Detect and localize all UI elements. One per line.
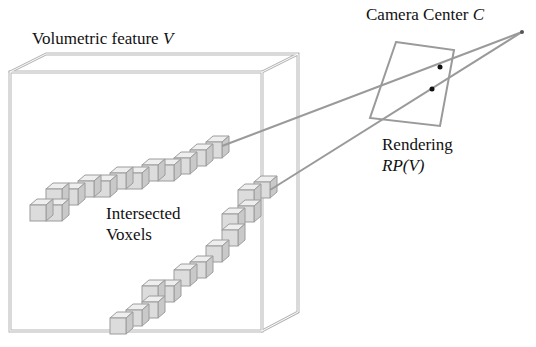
voxel-side	[254, 200, 261, 222]
voxel-side	[174, 280, 181, 302]
voxel-side	[206, 144, 213, 166]
pixel-dot	[430, 87, 435, 92]
pixel-dot	[438, 65, 443, 70]
voxel-side	[238, 224, 245, 246]
voxel-front	[110, 318, 126, 334]
cube-highlight	[10, 54, 298, 331]
projection-rays	[222, 32, 522, 190]
figure-label: Volumetric feature V	[30, 28, 175, 49]
voxel-side	[46, 199, 53, 221]
cube-front-face	[10, 72, 262, 331]
voxel-side	[142, 167, 149, 189]
voxel-side	[126, 167, 133, 189]
figure-label: Rendering RP(V)	[380, 134, 460, 176]
voxel-side	[158, 296, 165, 318]
voxel-side	[142, 304, 149, 326]
cube-back-edges	[10, 54, 298, 331]
voxel-side	[206, 256, 213, 278]
voxel-cube	[46, 199, 69, 221]
ray-line	[270, 32, 522, 190]
voxel-side	[174, 159, 181, 181]
voxel-cube	[110, 312, 133, 334]
voxel-side	[190, 264, 197, 286]
cube-front-highlight	[10, 72, 262, 331]
voxel-side	[62, 199, 69, 221]
volume-cube	[10, 54, 298, 331]
voxel-side	[110, 175, 117, 197]
camera-center-point	[520, 30, 524, 34]
voxel-cube	[94, 175, 117, 197]
figure-label: Intersected Voxels	[104, 203, 200, 245]
image-plane	[370, 42, 454, 126]
voxel-cube	[30, 199, 53, 221]
voxel-side	[126, 312, 133, 334]
voxel-side	[94, 175, 101, 197]
voxel-cube	[126, 167, 149, 189]
voxel-side	[158, 159, 165, 181]
voxel-group	[30, 136, 277, 334]
cube-back-highlight	[10, 54, 298, 331]
voxel-side	[78, 183, 85, 205]
voxel-front	[30, 205, 46, 221]
voxel-side	[222, 240, 229, 262]
figure-label: Camera Center C	[364, 4, 486, 25]
voxel-cube	[158, 159, 181, 181]
voxel-side	[222, 136, 229, 158]
ray-line	[222, 32, 522, 146]
voxel-side	[190, 152, 197, 174]
